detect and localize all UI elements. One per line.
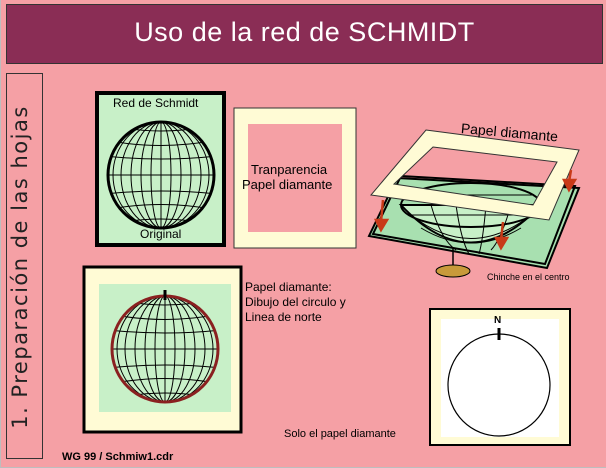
downward-arrows [373, 169, 578, 251]
label-red-de-schmidt: Red de Schmidt [113, 96, 199, 110]
paper-frame-3d [370, 129, 580, 221]
label-papel-diamante: Papel diamante [242, 177, 333, 192]
label-transparencia: Tranparencia [251, 162, 328, 177]
label-solo-papel: Solo el papel diamante [284, 428, 396, 440]
stereonet-grid [106, 120, 216, 230]
transparency-sheet [233, 107, 357, 249]
label-original: Original [140, 227, 182, 241]
label-chinche: Chinche en el centro [487, 272, 570, 282]
pin-icon [435, 248, 471, 278]
label-pd-line2: Dibujo del circulo y [245, 295, 346, 309]
footer-caption: WG 99 / Schmiw1.cdr [62, 451, 174, 463]
slide-title: Uso de la red de SCHMIDT [134, 17, 475, 47]
tracing-paper-only [429, 308, 571, 446]
stacked-assembly-3d [367, 129, 581, 278]
title-bar: Uso de la red de SCHMIDT [6, 4, 603, 64]
label-north: N [494, 315, 502, 326]
side-label-box [6, 73, 43, 459]
tracing-paper-circle [82, 265, 243, 434]
label-pd-line1: Papel diamante: [245, 280, 332, 294]
label-pd-line3: Linea de norte [245, 310, 322, 324]
schmidt-net-original [95, 91, 226, 247]
